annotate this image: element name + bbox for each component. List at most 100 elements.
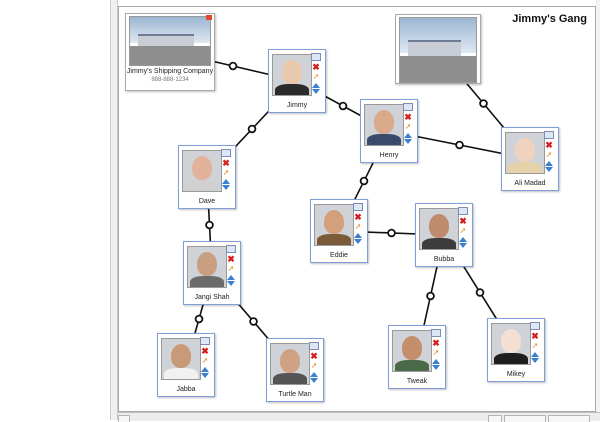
arrow-up-icon[interactable] (404, 133, 412, 138)
delete-icon[interactable]: ✖ (227, 254, 235, 264)
link-icon[interactable]: ➚ (404, 122, 412, 131)
arrow-up-icon[interactable] (222, 179, 230, 184)
person-name: Bubba (433, 256, 455, 263)
link-icon[interactable]: ➚ (312, 72, 320, 81)
link-icon[interactable]: ➚ (310, 361, 318, 370)
person-card-turtle[interactable]: ✖➚ Turtle Man (266, 338, 324, 402)
person-name: Turtle Man (278, 391, 312, 398)
location-phone: 888-888-1234 (151, 77, 189, 83)
arrow-up-icon[interactable] (312, 83, 320, 88)
arrow-up-icon[interactable] (227, 275, 235, 280)
link-icon[interactable]: ➚ (227, 264, 235, 273)
arrow-down-icon[interactable] (201, 373, 209, 378)
link-connector-jimmy-henry[interactable] (338, 101, 348, 111)
person-name: Jimmy (286, 102, 308, 109)
arrow-down-icon[interactable] (459, 243, 467, 248)
person-card-mikey[interactable]: ✖➚Mikey (487, 318, 545, 382)
delete-icon[interactable]: ✖ (531, 331, 539, 341)
arrow-down-icon[interactable] (432, 365, 440, 370)
person-card-eddie[interactable]: ✖➚Eddie (310, 199, 368, 263)
flag-icon (206, 15, 212, 20)
link-icon[interactable]: ➚ (545, 150, 553, 159)
document-icon[interactable] (353, 203, 363, 211)
person-card-jangi[interactable]: ✖➚Jangi Shah (183, 241, 241, 305)
link-connector-henry-eddie[interactable] (359, 176, 369, 186)
link-connector-jimmy-dave[interactable] (247, 124, 257, 134)
delete-icon[interactable]: ✖ (312, 62, 320, 72)
person-card-ali[interactable]: ✖➚Ali Madad (501, 127, 559, 191)
person-card-jabba[interactable]: ✖➚Jabba (157, 333, 215, 397)
document-icon[interactable] (458, 207, 468, 215)
link-connector-street-ali[interactable] (479, 99, 488, 108)
link-connector-bubba-tweak[interactable] (426, 291, 435, 301)
person-card-henry[interactable]: ✖➚Henry (360, 99, 418, 163)
person-name: Tweak (406, 378, 428, 385)
arrow-down-icon[interactable] (222, 185, 230, 190)
arrow-up-icon[interactable] (310, 372, 318, 377)
arrow-down-icon[interactable] (531, 358, 539, 363)
bottom-small-button[interactable] (488, 415, 502, 422)
bottom-button-2[interactable] (548, 415, 590, 422)
delete-icon[interactable]: ✖ (432, 338, 440, 348)
link-icon[interactable]: ➚ (531, 341, 539, 350)
delete-icon[interactable]: ✖ (354, 212, 362, 222)
document-icon[interactable] (200, 337, 210, 345)
link-connector-bubba-mikey[interactable] (475, 288, 485, 297)
person-photo (182, 150, 222, 192)
person-card-bubba[interactable]: ✖➚ Bubba (415, 203, 473, 267)
delete-icon[interactable]: ✖ (404, 112, 412, 122)
arrow-down-icon[interactable] (310, 378, 318, 383)
arrow-down-icon[interactable] (545, 167, 553, 172)
document-icon[interactable] (544, 131, 554, 139)
arrow-up-icon[interactable] (432, 359, 440, 364)
document-icon[interactable] (431, 329, 441, 337)
person-card-dave[interactable]: ✖➚Dave (178, 145, 236, 209)
arrow-up-icon[interactable] (354, 233, 362, 238)
arrow-up-icon[interactable] (459, 237, 467, 242)
person-photo (419, 208, 459, 250)
link-connector-jangi-turtle[interactable] (249, 317, 258, 326)
arrow-down-icon[interactable] (312, 89, 320, 94)
link-icon[interactable]: ➚ (354, 222, 362, 231)
bottom-left-button[interactable] (118, 415, 130, 422)
person-card-jimmy[interactable]: ✖➚ Jimmy (268, 49, 326, 113)
arrow-down-icon[interactable] (354, 239, 362, 244)
document-icon[interactable] (309, 342, 319, 350)
delete-icon[interactable]: ✖ (310, 351, 318, 361)
document-icon[interactable] (221, 149, 231, 157)
card-actions: ✖➚ (226, 245, 238, 288)
person-card-tweak[interactable]: ✖➚ Tweak (388, 325, 446, 389)
link-icon[interactable]: ➚ (201, 356, 209, 365)
link-connector-henry-ali[interactable] (455, 140, 464, 150)
splitter[interactable] (111, 0, 118, 420)
person-photo (392, 330, 432, 372)
arrow-up-icon[interactable] (201, 367, 209, 372)
document-icon[interactable] (530, 322, 540, 330)
delete-icon[interactable]: ✖ (545, 140, 553, 150)
person-photo (314, 204, 354, 246)
document-icon[interactable] (226, 245, 236, 253)
document-icon[interactable] (311, 53, 321, 61)
person-photo (491, 323, 531, 365)
link-connector-dave-jangi[interactable] (205, 220, 214, 230)
arrow-down-icon[interactable] (227, 281, 235, 286)
scrollbar-edge[interactable] (596, 0, 600, 420)
bottom-toolbar (118, 412, 600, 422)
link-icon[interactable]: ➚ (459, 226, 467, 235)
delete-icon[interactable]: ✖ (222, 158, 230, 168)
delete-icon[interactable]: ✖ (201, 346, 209, 356)
link-connector-eddie-bubba[interactable] (387, 228, 396, 238)
link-icon[interactable]: ➚ (432, 348, 440, 357)
link-connector-shipping-jimmy[interactable] (228, 61, 238, 71)
arrow-up-icon[interactable] (531, 352, 539, 357)
link-icon[interactable]: ➚ (222, 168, 230, 177)
delete-icon[interactable]: ✖ (459, 216, 467, 226)
arrow-down-icon[interactable] (404, 139, 412, 144)
bottom-button-1[interactable] (504, 415, 546, 422)
link-connector-jangi-jabba[interactable] (194, 314, 204, 324)
arrow-up-icon[interactable] (545, 161, 553, 166)
document-icon[interactable] (403, 103, 413, 111)
location-street[interactable] (395, 14, 481, 84)
